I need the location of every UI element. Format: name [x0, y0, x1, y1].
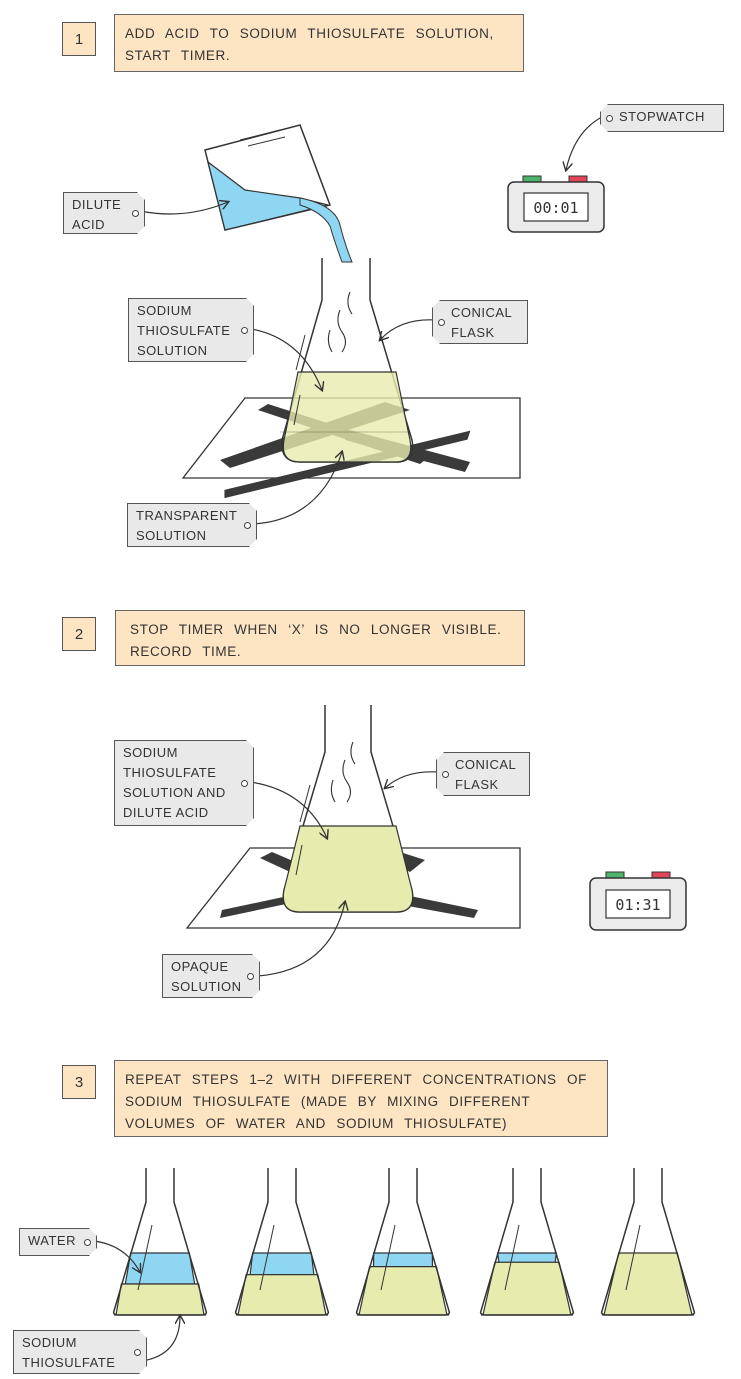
- flask-glint: [137, 1224, 153, 1291]
- label-conical-flask-1: CONICAL FLASK: [432, 300, 528, 344]
- flask-5: [600, 1168, 696, 1316]
- thiosulfate-layer: [235, 1274, 329, 1316]
- thiosulfate-layer: [113, 1283, 207, 1316]
- flask-outline: [355, 1168, 451, 1316]
- label-mixed-solution: SODIUM THIOSULFATE SOLUTION AND DILUTE A…: [114, 740, 254, 826]
- flask-glint: [504, 1224, 520, 1291]
- label-dilute-acid: DILUTE ACID: [63, 192, 145, 234]
- label-conical-flask-2: CONICAL FLASK: [436, 752, 530, 796]
- thiosulfate-layer: [480, 1261, 574, 1316]
- step-2-number: 2: [62, 617, 96, 651]
- flask-1: [112, 1168, 208, 1316]
- flask-glint: [259, 1224, 275, 1291]
- flask-2: [234, 1168, 330, 1316]
- flask-glint: [625, 1224, 641, 1291]
- conical-flask-2: [282, 705, 414, 913]
- flask-3: [355, 1168, 451, 1316]
- label-sodium-thiosulfate: SODIUM THIOSULFATE: [13, 1330, 147, 1374]
- label-water: WATER: [19, 1228, 97, 1256]
- flask-outline: [600, 1168, 696, 1316]
- flask-outline: [479, 1168, 575, 1316]
- step-2-instruction: STOP TIMER WHEN ‘X’ IS NO LONGER VISIBLE…: [115, 610, 525, 666]
- flask-row: [112, 1168, 696, 1316]
- stopwatch-display-2: 01:31: [615, 896, 660, 914]
- flask-glint: [380, 1224, 396, 1291]
- water-layer: [123, 1252, 197, 1285]
- label-transparent-solution: TRANSPARENT SOLUTION: [127, 503, 257, 547]
- thiosulfate-layer: [356, 1266, 450, 1316]
- water-layer: [247, 1252, 317, 1276]
- step-3-instruction: REPEAT STEPS 1–2 WITH DIFFERENT CONCENTR…: [114, 1060, 608, 1137]
- flask-outline: [234, 1168, 330, 1316]
- stopwatch-display-1: 00:01: [533, 199, 578, 217]
- label-opaque-solution: OPAQUE SOLUTION: [162, 954, 260, 998]
- stopwatch-2: 01:31: [589, 871, 687, 931]
- beaker-pouring-icon: [204, 124, 353, 263]
- step-1-instruction: ADD ACID TO SODIUM THIOSULFATE SOLUTION,…: [114, 14, 524, 72]
- label-sodium-thiosulfate-solution: SODIUM THIOSULFATE SOLUTION: [128, 298, 254, 362]
- flask-4: [479, 1168, 575, 1316]
- label-stopwatch: STOPWATCH: [600, 104, 724, 132]
- step-3-number: 3: [62, 1065, 96, 1099]
- conical-flask-1: [280, 258, 414, 463]
- water-layer: [496, 1252, 558, 1263]
- stopwatch-1: 00:01: [507, 175, 605, 233]
- flask-outline: [112, 1168, 208, 1316]
- step-1-number: 1: [62, 22, 96, 56]
- water-layer: [371, 1252, 435, 1268]
